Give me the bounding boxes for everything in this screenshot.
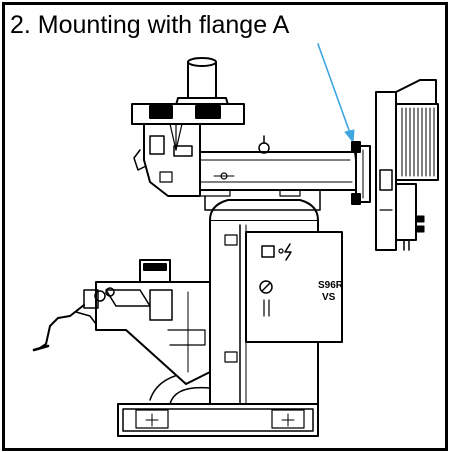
motor-unit — [375, 79, 439, 251]
electrical-panel: S96R VS — [245, 231, 344, 343]
milling-head — [131, 57, 245, 197]
machine-variant-label: VS — [322, 292, 336, 303]
figure-caption: 2. Mounting with flange A — [10, 11, 290, 39]
machine-knee-table — [83, 259, 211, 385]
hand-crank — [32, 304, 97, 352]
machine-model-label: S96R — [318, 280, 344, 291]
machine-base — [117, 403, 319, 437]
flange-a — [351, 141, 371, 205]
flange-callout-arrow — [317, 43, 355, 143]
